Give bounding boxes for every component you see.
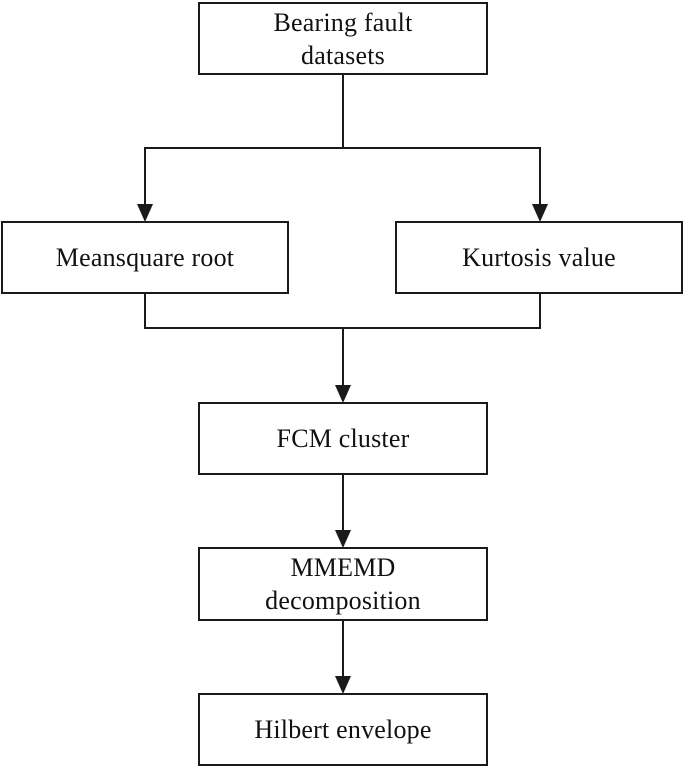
node-mmemd-decomposition: MMEMD decomposition (198, 547, 488, 621)
node-kurtosis-value: Kurtosis value (395, 221, 683, 294)
node-kurtosis-value-label: Kurtosis value (462, 243, 616, 272)
node-hilbert-envelope-label: Hilbert envelope (254, 715, 432, 744)
node-hilbert-envelope: Hilbert envelope (198, 693, 488, 766)
node-meansquare-root: Meansquare root (1, 221, 289, 294)
arrowhead-into-fcm (335, 385, 351, 403)
node-bearing-fault-datasets: Bearing fault datasets (198, 2, 488, 75)
node-mmemd-decomposition-label: MMEMD decomposition (265, 553, 421, 615)
arrowhead-into-hilbert (335, 676, 351, 694)
arrowhead-into-mmemd (335, 530, 351, 548)
node-fcm-cluster: FCM cluster (198, 402, 488, 475)
arrowhead-into-meansquare (137, 204, 153, 222)
node-bearing-fault-datasets-label: Bearing fault datasets (273, 7, 413, 70)
node-fcm-cluster-label: FCM cluster (276, 424, 410, 453)
arrowhead-into-kurtosis (532, 204, 548, 222)
node-meansquare-root-label: Meansquare root (55, 243, 235, 272)
